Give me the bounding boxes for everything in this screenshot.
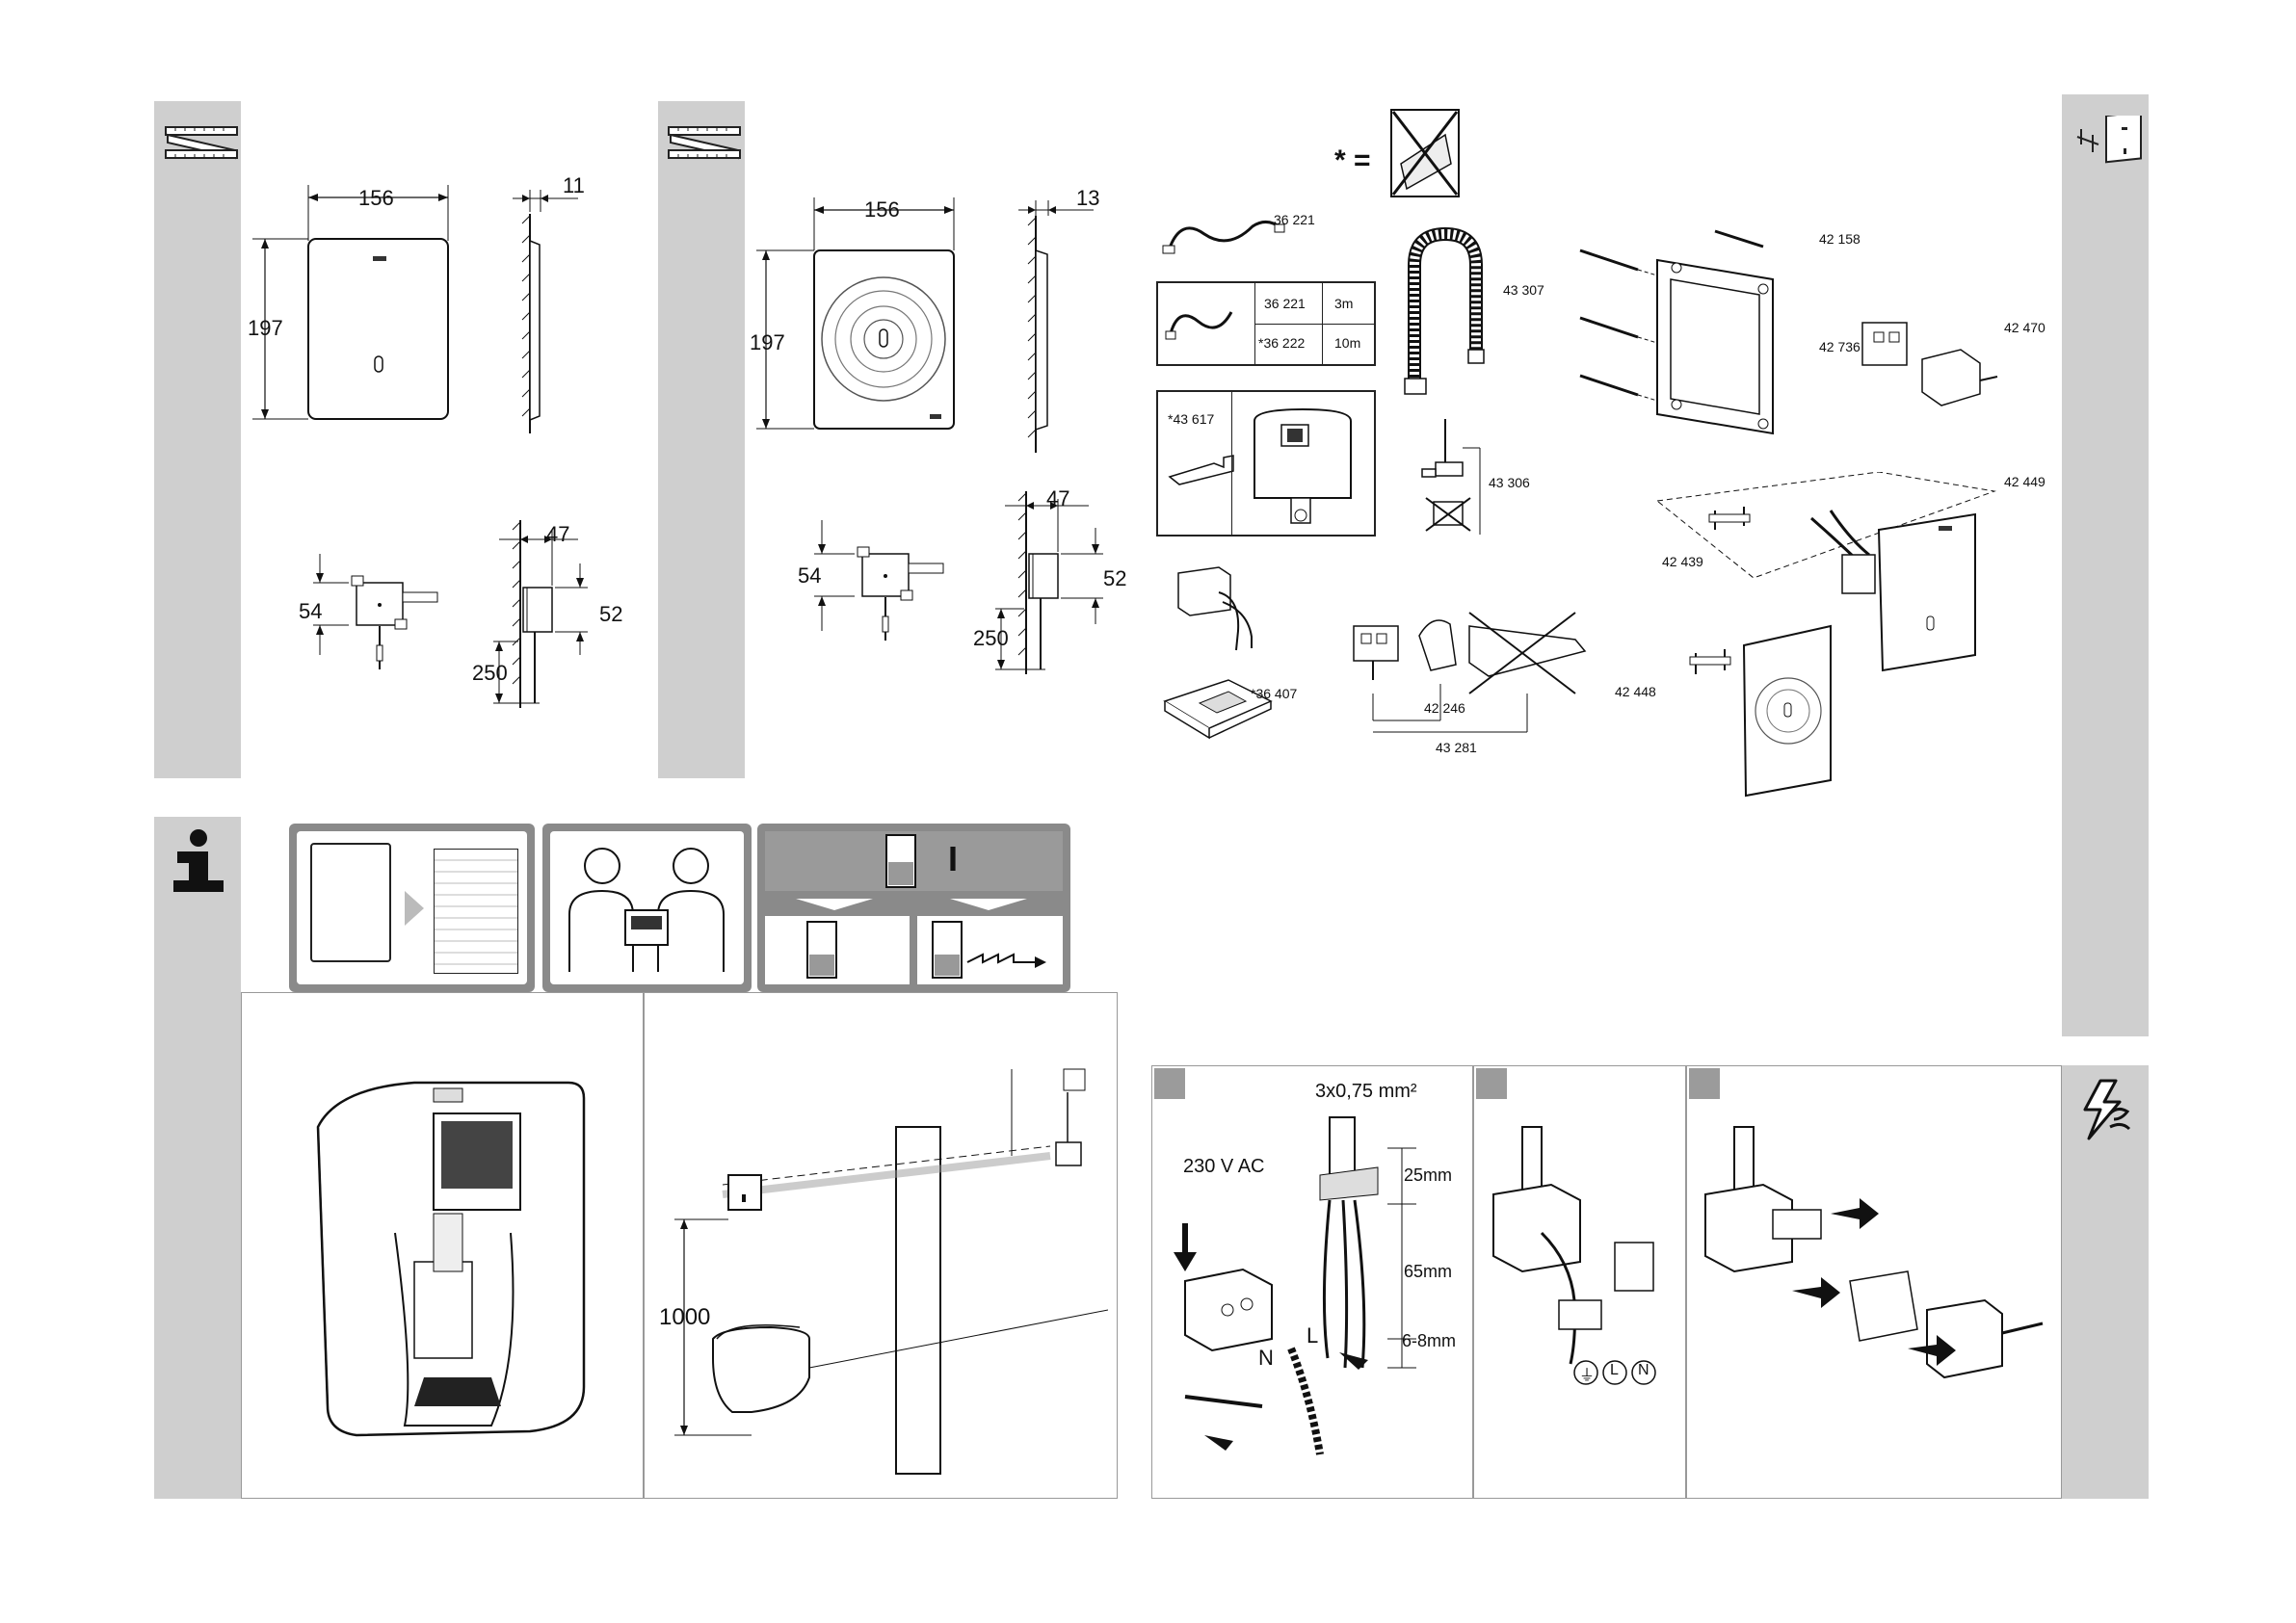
table-code-a: 36 221 <box>1264 296 1306 311</box>
mounting-height: 1000 <box>659 1304 710 1331</box>
part-number-43617: *43 617 <box>1168 411 1214 427</box>
dim-depth: 11 <box>563 173 585 198</box>
dim-height: 197 <box>248 316 283 341</box>
live-label: L <box>1306 1323 1318 1348</box>
part-number-43281: 43 281 <box>1436 740 1477 755</box>
cistern-drawing <box>1245 402 1370 532</box>
part-number-42470: 42 470 <box>2004 320 2045 335</box>
connector-parts-drawing <box>1344 607 1604 742</box>
mounting-frame-drawing <box>1561 222 1802 453</box>
dim-box-width: 54 <box>798 563 821 589</box>
part-number-43307: 43 307 <box>1503 282 1544 298</box>
spare-parts-icon <box>2072 116 2145 173</box>
plate-drawing <box>310 843 391 962</box>
info-icon <box>164 828 233 894</box>
part-number-36407: *36 407 <box>1251 686 1297 701</box>
dim-lead: 250 <box>973 626 1009 651</box>
table-length-b: 10m <box>1334 335 1360 351</box>
manual-drawing <box>434 849 518 974</box>
info-tile-service <box>542 824 752 992</box>
remote-control-drawing <box>1161 674 1277 742</box>
step-marker-1 <box>1154 1068 1185 1099</box>
dim-width: 156 <box>864 197 900 223</box>
part-number-42158: 42 158 <box>1819 231 1861 247</box>
cistern-level-icon <box>804 920 842 982</box>
sidebar-info <box>154 817 241 1499</box>
dimension-drawing-plate-2 <box>747 173 1142 694</box>
dim-box-depth: 47 <box>1046 486 1069 511</box>
dim-lead: 250 <box>472 661 508 686</box>
cable-table: 36 221 3m *36 222 10m <box>1156 281 1376 366</box>
optional-marker: * = <box>1334 144 1371 177</box>
sidebar-spare-parts <box>2062 94 2149 1036</box>
sidebar-dimensions-1 <box>154 101 241 778</box>
not-included-icon <box>1387 106 1465 202</box>
strip-length-3: 6-8mm <box>1402 1331 1456 1351</box>
cable-drawing <box>1164 293 1251 351</box>
plates-exploded-drawing <box>1638 472 2014 809</box>
power-supply-drawing <box>1171 563 1277 660</box>
part-number-43306: 43 306 <box>1489 475 1530 490</box>
cistern-label: I <box>948 839 958 879</box>
step-marker-2 <box>1476 1068 1507 1099</box>
dim-height: 197 <box>750 330 785 355</box>
dim-box-height: 52 <box>1103 566 1126 591</box>
junction-box-drawing <box>1855 313 1999 419</box>
dimension-drawing-plate-1 <box>241 164 655 742</box>
step-marker-3 <box>1689 1068 1720 1099</box>
part-number-42439: 42 439 <box>1662 554 1703 569</box>
dim-depth: 13 <box>1076 186 1099 211</box>
sidebar-dimensions-2 <box>658 101 745 778</box>
neutral-label: N <box>1258 1346 1274 1371</box>
braided-hose-drawing <box>1397 226 1493 400</box>
cable-spec: 3x0,75 mm² <box>1315 1081 1417 1103</box>
sensor-cable-drawing <box>1161 207 1286 265</box>
dim-box-height: 52 <box>599 602 622 627</box>
dim-width: 156 <box>358 186 394 211</box>
cistern-installation-drawing <box>299 1069 607 1454</box>
service-technician-drawing <box>556 837 739 982</box>
room-installation-drawing <box>665 1050 1108 1493</box>
cistern-flush-icon <box>929 920 1054 982</box>
part-number-42448: 42 448 <box>1615 684 1656 699</box>
part-number-36221: 36 221 <box>1274 212 1315 227</box>
cistern-adapter-box: *43 617 <box>1156 390 1376 537</box>
table-code-b: *36 222 <box>1258 335 1305 351</box>
live-terminal-label: L <box>1610 1362 1619 1379</box>
table-length-a: 3m <box>1334 296 1353 311</box>
lightning-icon <box>2072 1077 2139 1144</box>
neutral-terminal-label: N <box>1638 1362 1649 1379</box>
dim-box-width: 54 <box>299 599 322 624</box>
strip-length-2: 65mm <box>1404 1262 1452 1282</box>
part-number-42246: 42 246 <box>1424 700 1465 716</box>
dim-box-depth: 47 <box>546 522 569 547</box>
ruler-icon <box>164 125 241 160</box>
cistern-level-icon <box>883 833 921 891</box>
earth-symbol: ⏚ <box>1579 1362 1595 1385</box>
part-number-42449: 42 449 <box>2004 474 2045 489</box>
info-tile-manual <box>289 824 535 992</box>
wiring-step-3-drawing <box>1696 1117 2052 1406</box>
info-tile-flush: I <box>757 824 1070 992</box>
ruler-icon <box>667 125 744 160</box>
strip-length-1: 25mm <box>1404 1165 1452 1186</box>
